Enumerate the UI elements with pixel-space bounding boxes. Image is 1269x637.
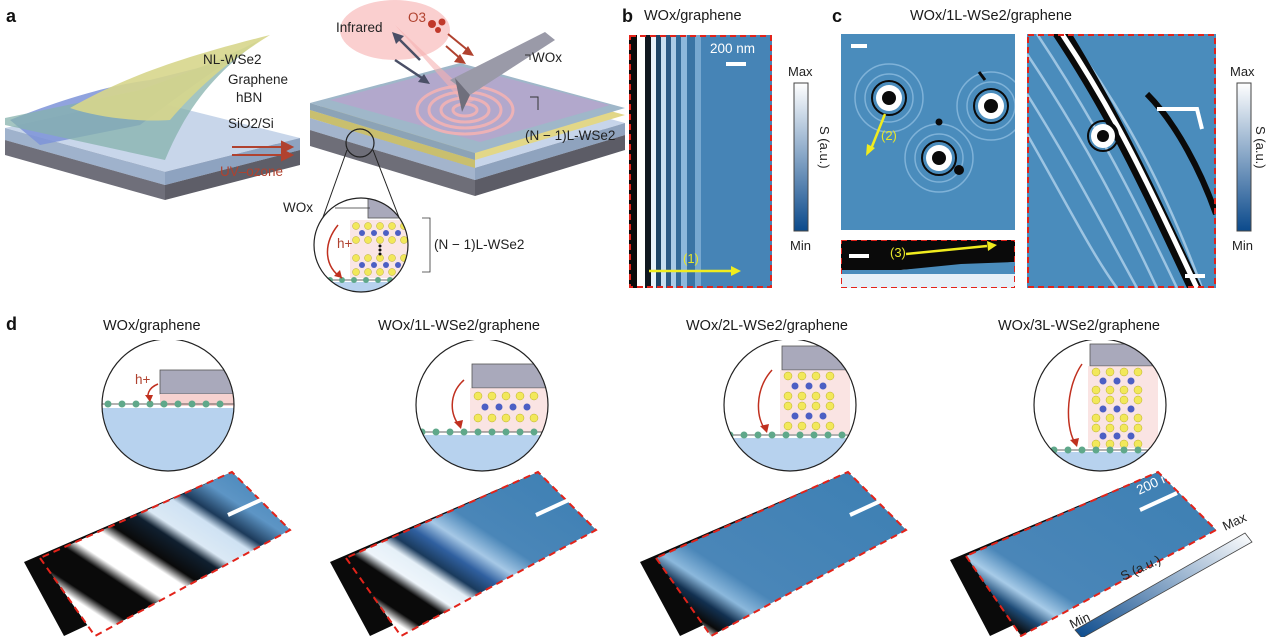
label-nl-wse2: NL-WSe2 xyxy=(203,52,262,67)
left-layer-stack xyxy=(5,35,300,200)
panel-d-hole-label: h+ xyxy=(135,372,151,387)
label-n1-layers: (N − 1)L-WSe2 xyxy=(525,128,616,143)
label-uv-ozone: UV–ozone xyxy=(220,164,284,179)
panel-label-a: a xyxy=(6,6,17,26)
label-graphene: Graphene xyxy=(228,72,289,87)
panel-b-colorbar xyxy=(793,82,809,232)
panel-c-colorbar-min: Min xyxy=(1232,238,1253,253)
panel-c-image-boundary xyxy=(1027,34,1216,288)
panel-c-arrow2-label: (2) xyxy=(881,128,897,143)
label-infrared: Infrared xyxy=(336,20,383,35)
panel-b-title: WOx/graphene xyxy=(644,8,742,24)
afm-strip-2 xyxy=(330,470,598,637)
panel-b-image xyxy=(629,35,772,288)
panel-b-scalebar: 200 nm xyxy=(710,41,756,56)
panel-b-colorbar-max: Max xyxy=(788,64,813,79)
panel-c-image-dots xyxy=(841,34,1015,230)
panel-d-title-2: WOx/1L-WSe2/graphene xyxy=(378,318,540,334)
panel-c-colorbar-max: Max xyxy=(1230,64,1255,79)
label-hbn: hBN xyxy=(236,90,263,105)
afm-strip-1 xyxy=(24,470,292,637)
panel-label-b: b xyxy=(622,6,633,26)
afm-strip-3 xyxy=(640,470,908,637)
panel-b-colorbar-axis: S (a.u.) xyxy=(817,126,832,169)
label-hole-a: h+ xyxy=(337,236,353,251)
panel-label-c: c xyxy=(832,6,843,26)
panel-c-colorbar-axis: S (a.u.) xyxy=(1253,126,1268,169)
panel-c-title: WOx/1L-WSe2/graphene xyxy=(910,8,1072,24)
panel-c-colorbar xyxy=(1236,82,1252,232)
afm-strip-4 xyxy=(950,470,1218,637)
label-ozone: O3 xyxy=(408,10,427,25)
label-sio2-si: SiO2/Si xyxy=(228,116,274,131)
label-wox-inset: WOx xyxy=(283,200,313,215)
label-wox: WOx xyxy=(532,50,562,65)
panel-c-arrow3-label: (3) xyxy=(890,245,906,260)
panel-d-title-3: WOx/2L-WSe2/graphene xyxy=(686,318,848,334)
panel-b-arrow-label: (1) xyxy=(683,251,699,266)
panel-d-title-4: WOx/3L-WSe2/graphene xyxy=(998,318,1160,334)
inset-circle-a xyxy=(313,197,431,293)
panel-d-title-1: WOx/graphene xyxy=(103,318,201,334)
uv-arrows xyxy=(232,140,295,162)
panel-label-d: d xyxy=(6,314,17,334)
panel-b-colorbar-min: Min xyxy=(790,238,811,253)
panel-c-image-edge xyxy=(841,240,1015,288)
right-layer-stack xyxy=(310,0,625,221)
label-n1-layers-inset: (N − 1)L-WSe2 xyxy=(434,237,525,252)
panel-d-illustrations xyxy=(24,340,1253,637)
panel-a-illustration xyxy=(5,0,625,293)
